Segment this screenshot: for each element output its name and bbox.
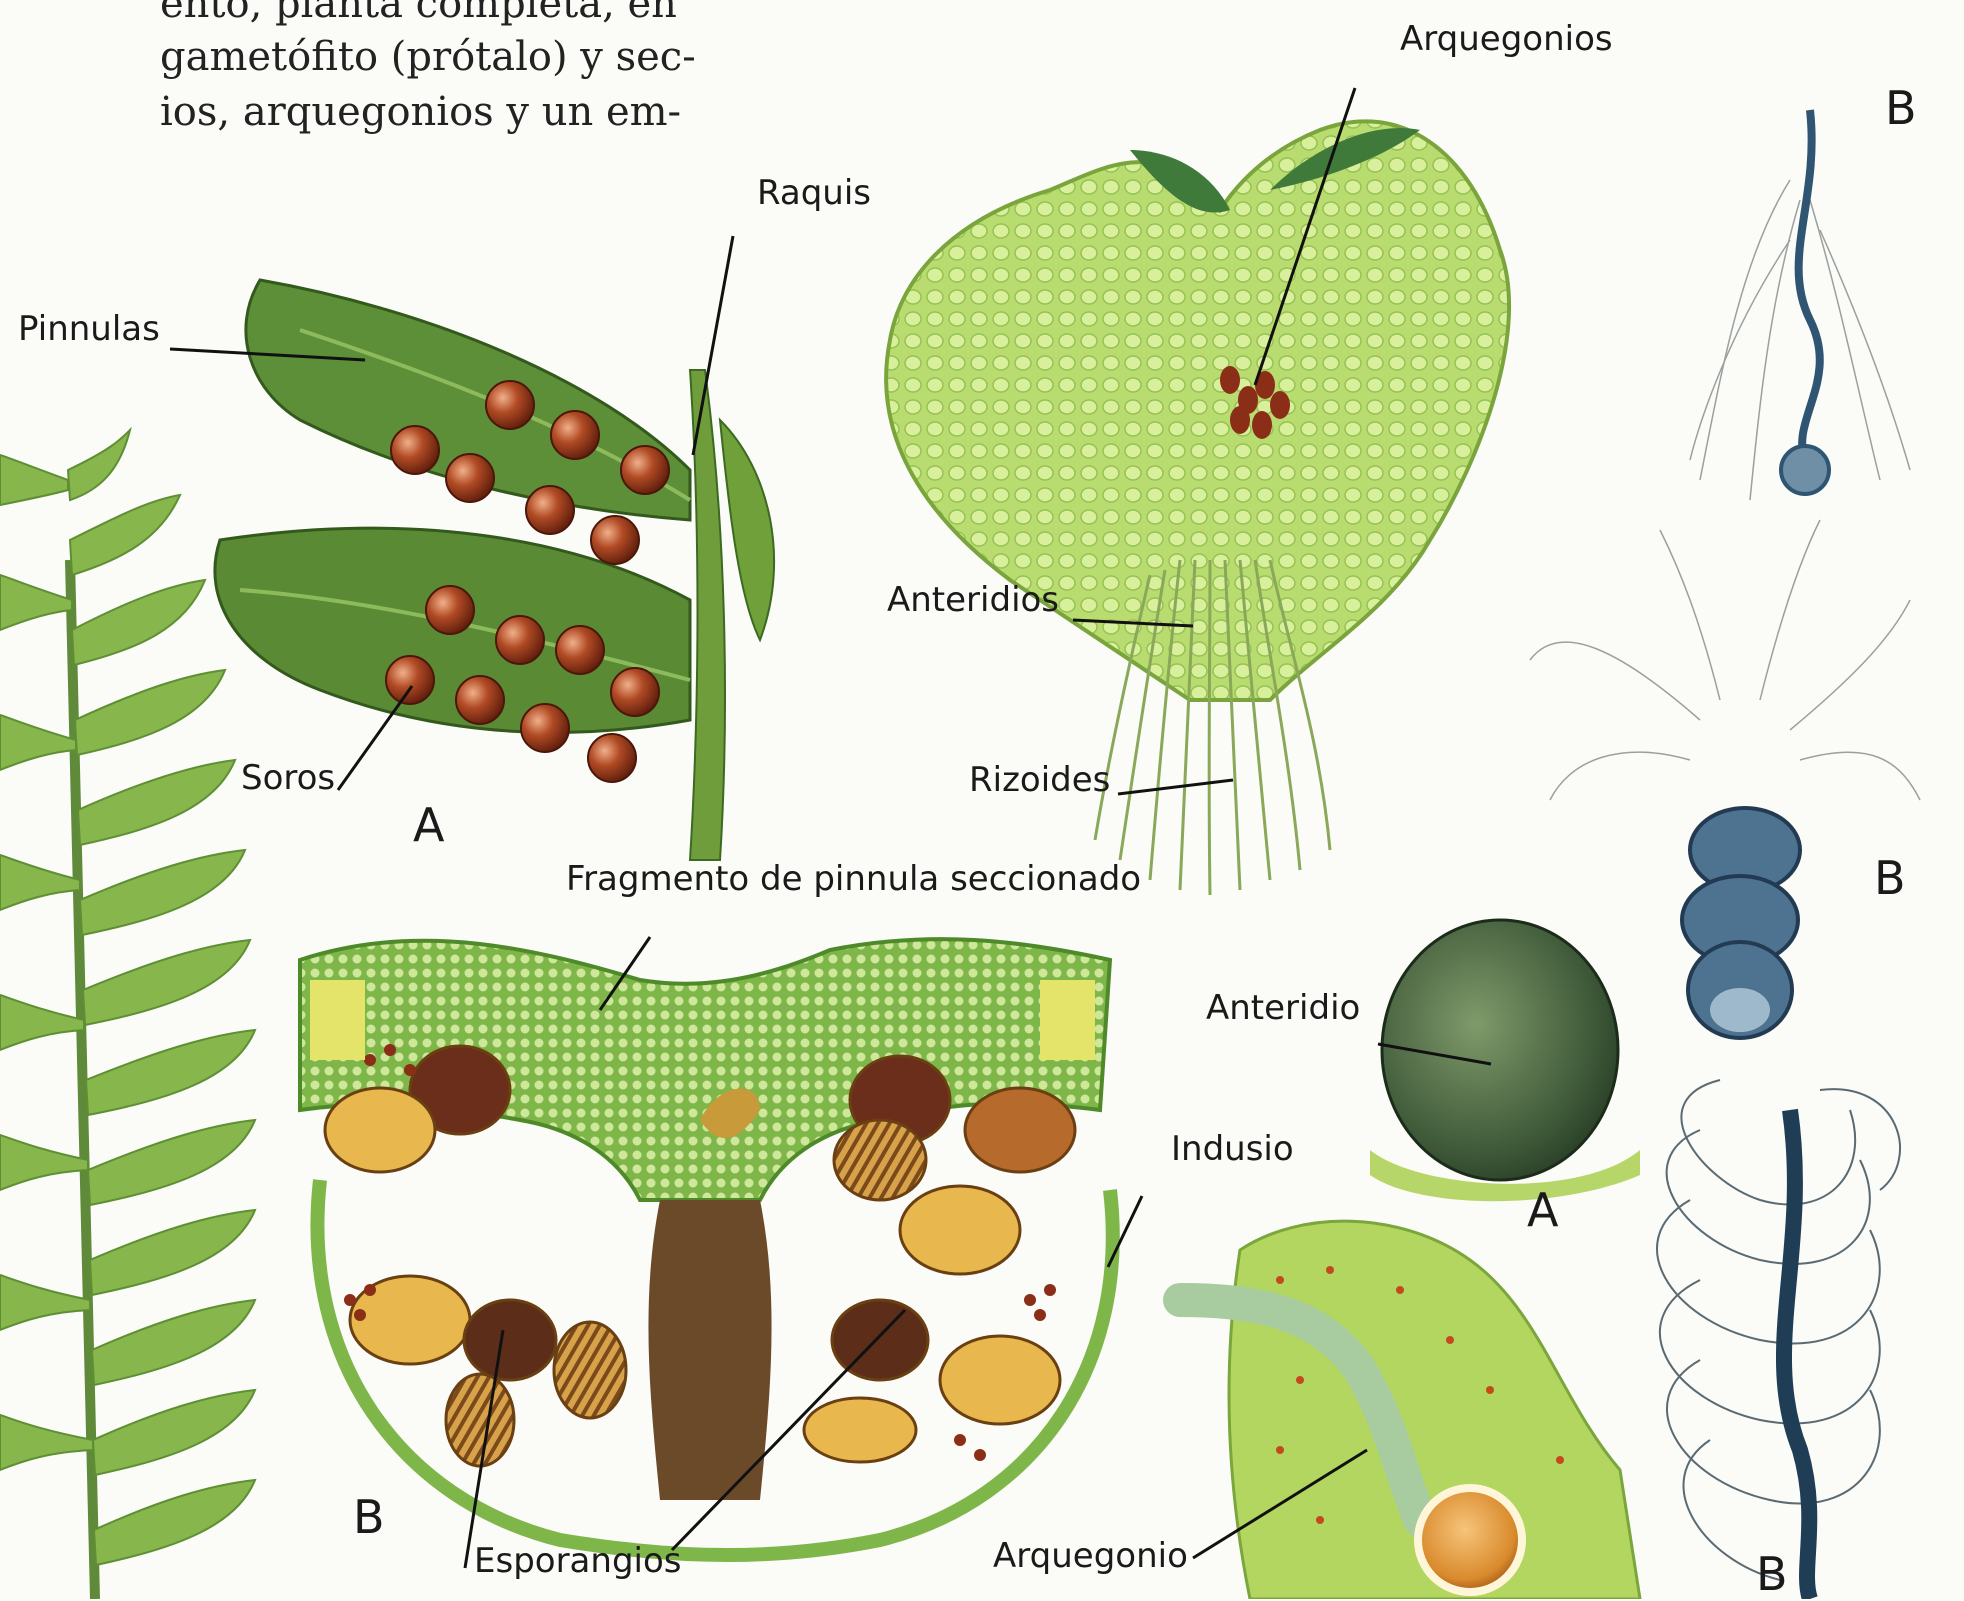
letter-sperm-top-b: B bbox=[1885, 85, 1917, 131]
sorus bbox=[446, 454, 494, 502]
label-rizoides: Rizoides bbox=[969, 763, 1110, 797]
sperm-bottom-drawing bbox=[1657, 1080, 1900, 1599]
sorus bbox=[426, 586, 474, 634]
caption-line-3: ios, arquegonios y un em- bbox=[160, 92, 681, 132]
label-raquis: Raquis bbox=[757, 176, 871, 210]
sorus bbox=[611, 668, 659, 716]
sorus bbox=[456, 676, 504, 724]
archegonium-drawing bbox=[1180, 1221, 1640, 1599]
sorus bbox=[588, 734, 636, 782]
sorus bbox=[521, 704, 569, 752]
fern-frond-left bbox=[0, 430, 255, 1599]
caption-line-1: ento, planta completa, en bbox=[160, 0, 677, 24]
sorus bbox=[621, 446, 669, 494]
leader-raquis bbox=[693, 236, 733, 455]
letter-section-b: B bbox=[353, 1494, 385, 1540]
leader-rizoides bbox=[1118, 780, 1233, 794]
sorus bbox=[496, 616, 544, 664]
sorus bbox=[526, 486, 574, 534]
label-arquegonio: Arquegonio bbox=[993, 1539, 1188, 1573]
sorus bbox=[591, 516, 639, 564]
caption-line-2: gametófito (prótalo) y sec- bbox=[160, 37, 696, 77]
sorus bbox=[486, 381, 534, 429]
sorus bbox=[391, 426, 439, 474]
label-anteridios: Anteridios bbox=[887, 583, 1059, 617]
label-esporangios: Esporangios bbox=[474, 1544, 682, 1578]
letter-sperm-mid-b: B bbox=[1874, 855, 1906, 901]
label-indusio: Indusio bbox=[1171, 1132, 1294, 1166]
sperm-mid-drawing bbox=[1530, 520, 1920, 1038]
pinnule-section-drawing bbox=[300, 939, 1113, 1555]
label-anteridio: Anteridio bbox=[1206, 991, 1360, 1025]
label-arquegonios: Arquegonios bbox=[1400, 22, 1613, 56]
letter-sperm-bottom-b: B bbox=[1756, 1551, 1788, 1597]
sorus bbox=[551, 411, 599, 459]
sorus bbox=[556, 626, 604, 674]
label-pinnulas: Pinnulas bbox=[18, 312, 160, 346]
label-fragmento: Fragmento de pinnula seccionado bbox=[566, 862, 1141, 896]
antheridium-drawing bbox=[1370, 920, 1640, 1201]
letter-pinna-a: A bbox=[413, 802, 444, 848]
sperm-top-drawing bbox=[1690, 110, 1910, 500]
sorus bbox=[386, 656, 434, 704]
label-soros: Soros bbox=[241, 761, 335, 795]
letter-anteridio-a: A bbox=[1527, 1187, 1558, 1233]
